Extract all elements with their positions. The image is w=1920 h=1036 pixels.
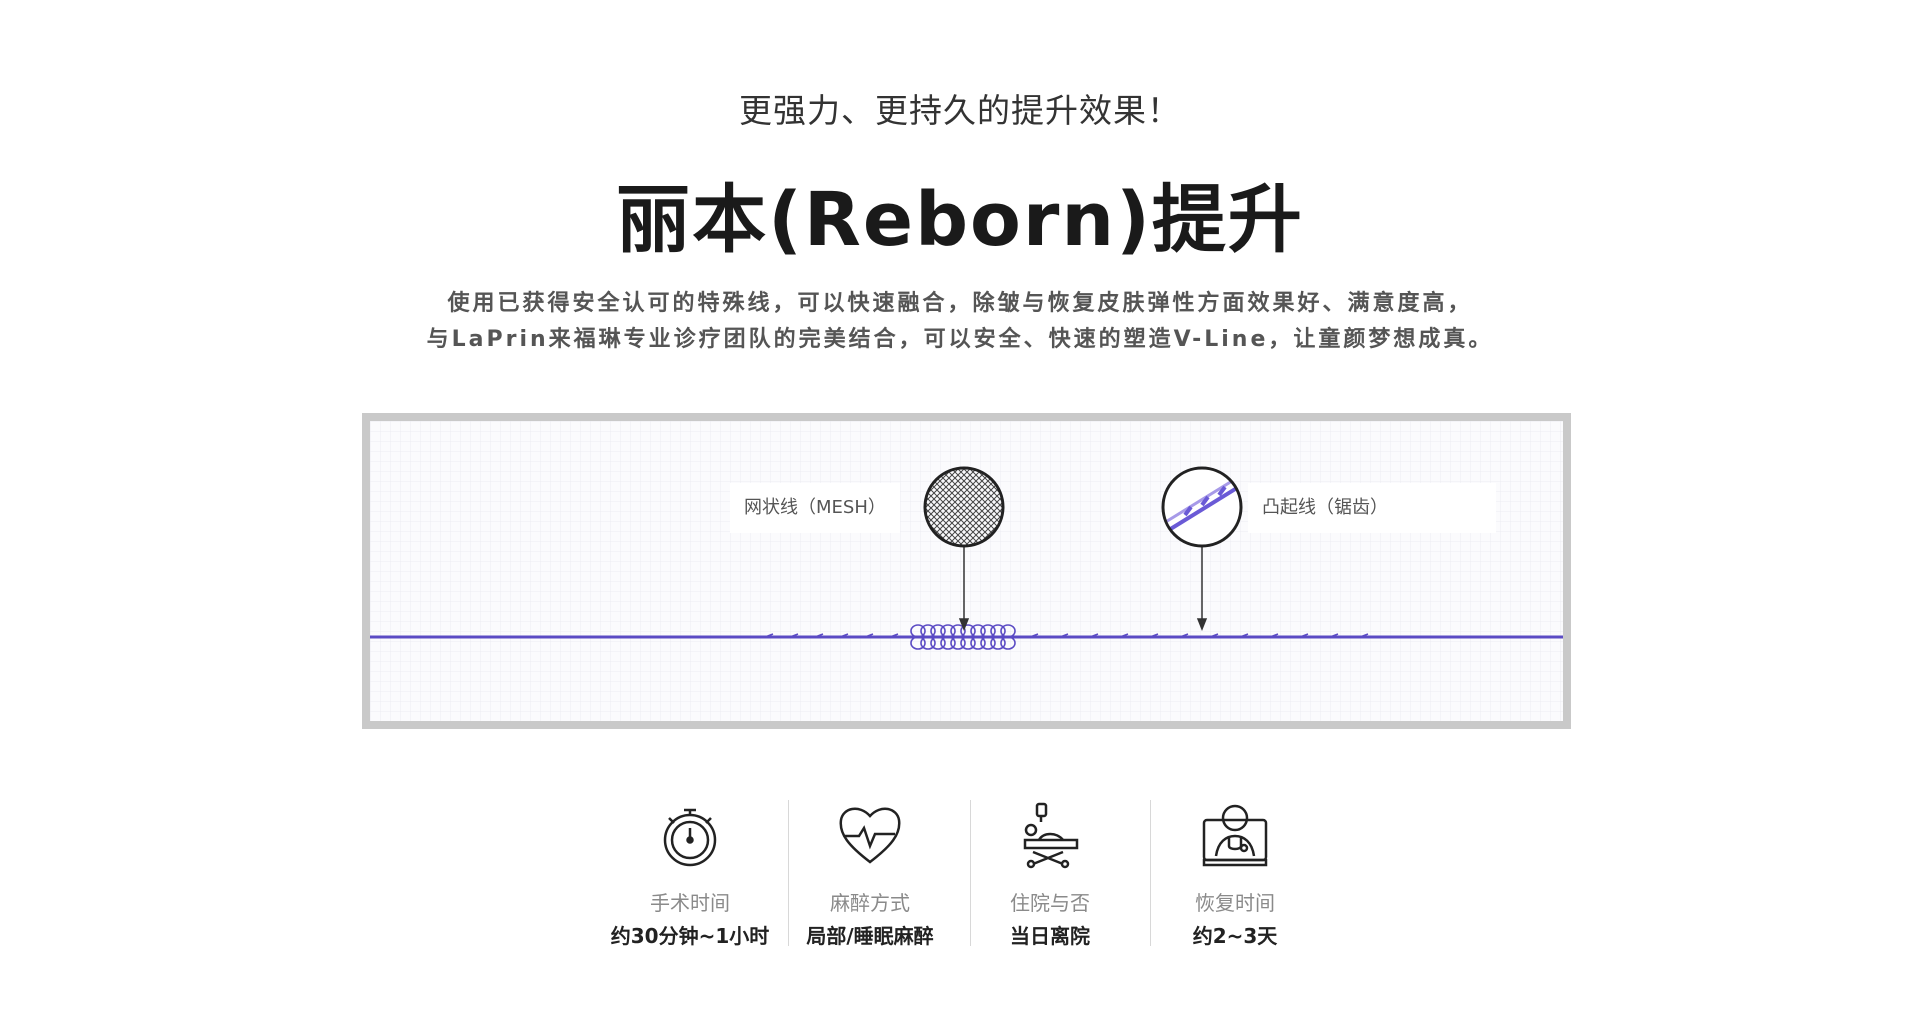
stat-operation-time: 手术时间 约30分钟~1小时 <box>600 800 780 950</box>
description-line-2: 与LaPrin来福琳专业诊疗团队的完美结合，可以安全、快速的塑造V-Line，让… <box>426 327 1494 352</box>
thread-diagram-graphic <box>370 421 1563 721</box>
stat-divider <box>788 800 789 946</box>
mesh-pointer-arrow <box>958 618 970 632</box>
stat-label: 住院与否 <box>1010 891 1090 915</box>
mesh-coils <box>910 624 1016 650</box>
stat-anesthesia: 麻醉方式 局部/睡眠麻醉 <box>780 800 960 950</box>
cog-label: 凸起线（锯齿） <box>1248 483 1496 533</box>
thread-barbs <box>764 633 1369 638</box>
cog-magnifier-icon <box>1161 466 1243 548</box>
stat-label: 恢复时间 <box>1195 891 1275 915</box>
stat-value: 约2~3天 <box>1192 924 1278 948</box>
mesh-magnifier-icon <box>923 466 1005 548</box>
stat-recovery-time: 恢复时间 约2~3天 <box>1145 800 1325 950</box>
stat-divider <box>970 800 971 946</box>
cog-pointer-arrow <box>1196 618 1208 632</box>
procedure-stats: 手术时间 约30分钟~1小时 麻醉方式 局部/睡眠麻醉 住 <box>600 800 1320 950</box>
stat-value: 约30分钟~1小时 <box>610 924 770 948</box>
stopwatch-icon <box>657 800 723 870</box>
stat-label: 手术时间 <box>650 891 730 915</box>
stat-value: 当日离院 <box>1010 924 1090 948</box>
heartbeat-icon <box>837 800 903 870</box>
subtitle: 更强力、更持久的提升效果！ <box>739 91 1181 130</box>
description-line-1: 使用已获得安全认可的特殊线，可以快速融合，除皱与恢复皮肤弹性方面效果好、满意度高… <box>447 291 1473 316</box>
stat-value: 局部/睡眠麻醉 <box>806 924 934 948</box>
mesh-label: 网状线（MESH） <box>730 483 900 533</box>
thread-diagram: 网状线（MESH） 凸起线（锯齿） <box>362 413 1571 729</box>
description: 使用已获得安全认可的特殊线，可以快速融合，除皱与恢复皮肤弹性方面效果好、满意度高… <box>0 286 1920 358</box>
stat-hospitalization: 住院与否 当日离院 <box>960 800 1140 950</box>
stat-divider <box>1150 800 1151 946</box>
stat-label: 麻醉方式 <box>830 891 910 915</box>
hospital-bed-icon <box>1017 800 1083 870</box>
page-title: 丽本(Reborn)提升 <box>616 177 1304 263</box>
doctor-icon <box>1202 800 1268 870</box>
